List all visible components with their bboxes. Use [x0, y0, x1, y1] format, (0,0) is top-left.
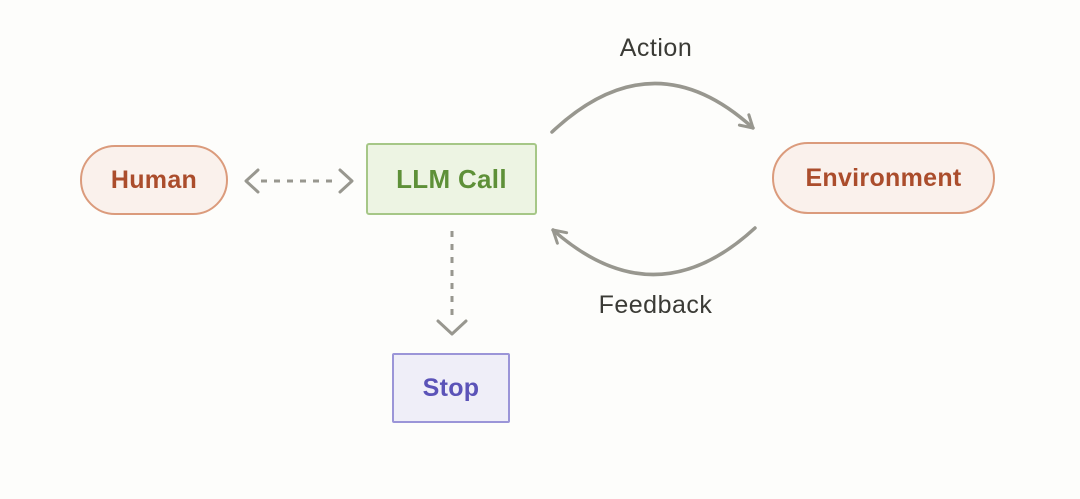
llm-stop-dashed-arrow: [436, 231, 468, 336]
left-chevron-icon: [244, 168, 260, 194]
node-stop-label: Stop: [422, 373, 480, 402]
node-environment: Environment: [772, 142, 995, 214]
node-environment-label: Environment: [805, 163, 962, 192]
node-human-label: Human: [110, 165, 198, 194]
down-chevron-icon: [436, 319, 468, 336]
node-llm-call-label: LLM Call: [396, 163, 507, 194]
node-llm-call: LLM Call: [366, 143, 537, 215]
node-stop: Stop: [392, 353, 510, 423]
right-chevron-icon: [338, 168, 354, 194]
feedback-arrow: [551, 226, 757, 277]
feedback-edge-label: Feedback: [598, 291, 713, 319]
node-human: Human: [80, 145, 228, 215]
action-arrow: [550, 81, 755, 134]
human-llm-dashed-arrow: [244, 168, 354, 194]
action-edge-label: Action: [619, 34, 693, 62]
